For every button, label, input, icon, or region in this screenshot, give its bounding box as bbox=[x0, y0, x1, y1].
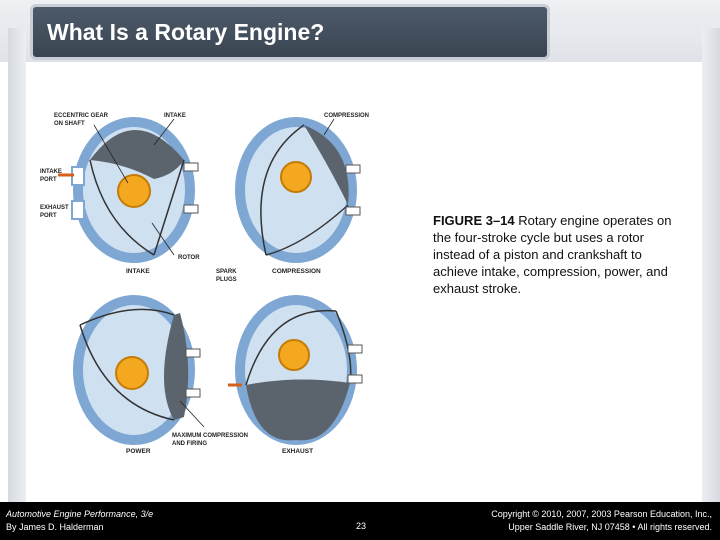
figure-caption: FIGURE 3–14 Rotary engine operates on th… bbox=[433, 212, 673, 297]
panel-title-power: POWER bbox=[126, 448, 151, 455]
copyright-line-1: Copyright © 2010, 2007, 2003 Pearson Edu… bbox=[491, 509, 712, 519]
caption-text: Rotary engine operates on the four-strok… bbox=[433, 213, 672, 296]
footer-book-info: Automotive Engine Performance, 3/e By Ja… bbox=[6, 508, 153, 534]
label-max-compression-2: AND FIRING bbox=[172, 441, 207, 447]
label-spark-2: PLUGS bbox=[216, 277, 237, 283]
caption-label: FIGURE 3–14 bbox=[433, 213, 515, 228]
label-rotor: ROTOR bbox=[178, 255, 200, 261]
label-eccentric-gear: ECCENTRIC GEAR bbox=[54, 113, 109, 119]
panel-exhaust bbox=[228, 295, 363, 445]
panel-title-compression: COMPRESSION bbox=[272, 268, 321, 275]
copyright-line-2: Upper Saddle River, NJ 07458 • All right… bbox=[508, 522, 712, 532]
slide-title: What Is a Rotary Engine? bbox=[47, 19, 325, 45]
footer-copyright: Copyright © 2010, 2007, 2003 Pearson Edu… bbox=[491, 508, 712, 534]
panel-power bbox=[73, 295, 205, 445]
label-intake-top: INTAKE bbox=[164, 113, 186, 119]
label-on-shaft: ON SHAFT bbox=[54, 121, 85, 127]
label-max-compression-1: MAXIMUM COMPRESSION bbox=[172, 433, 248, 439]
footer-book-title: Automotive Engine Performance, 3/e bbox=[6, 509, 154, 519]
label-intake-port-2: PORT bbox=[40, 177, 57, 183]
title-bar: What Is a Rotary Engine? bbox=[30, 4, 550, 60]
footer-author: By James D. Halderman bbox=[6, 522, 104, 532]
label-compression-top: COMPRESSION bbox=[324, 113, 369, 119]
slide-frame-left bbox=[8, 28, 26, 504]
panel-title-intake: INTAKE bbox=[126, 268, 150, 275]
slide-frame-right bbox=[702, 28, 720, 504]
footer-bar: Automotive Engine Performance, 3/e By Ja… bbox=[0, 502, 720, 540]
label-exhaust-port-1: EXHAUST bbox=[40, 205, 69, 211]
label-exhaust-port-2: PORT bbox=[40, 213, 57, 219]
label-spark-1: SPARK bbox=[216, 269, 237, 275]
label-intake-port-1: INTAKE bbox=[40, 169, 62, 175]
page-number: 23 bbox=[356, 521, 367, 531]
panel-intake bbox=[58, 117, 199, 263]
panel-compression bbox=[235, 117, 361, 263]
rotary-engine-figure: ECCENTRIC GEAR ON SHAFT INTAKE COMPRESSI… bbox=[40, 113, 369, 455]
panel-title-exhaust: EXHAUST bbox=[282, 448, 313, 455]
